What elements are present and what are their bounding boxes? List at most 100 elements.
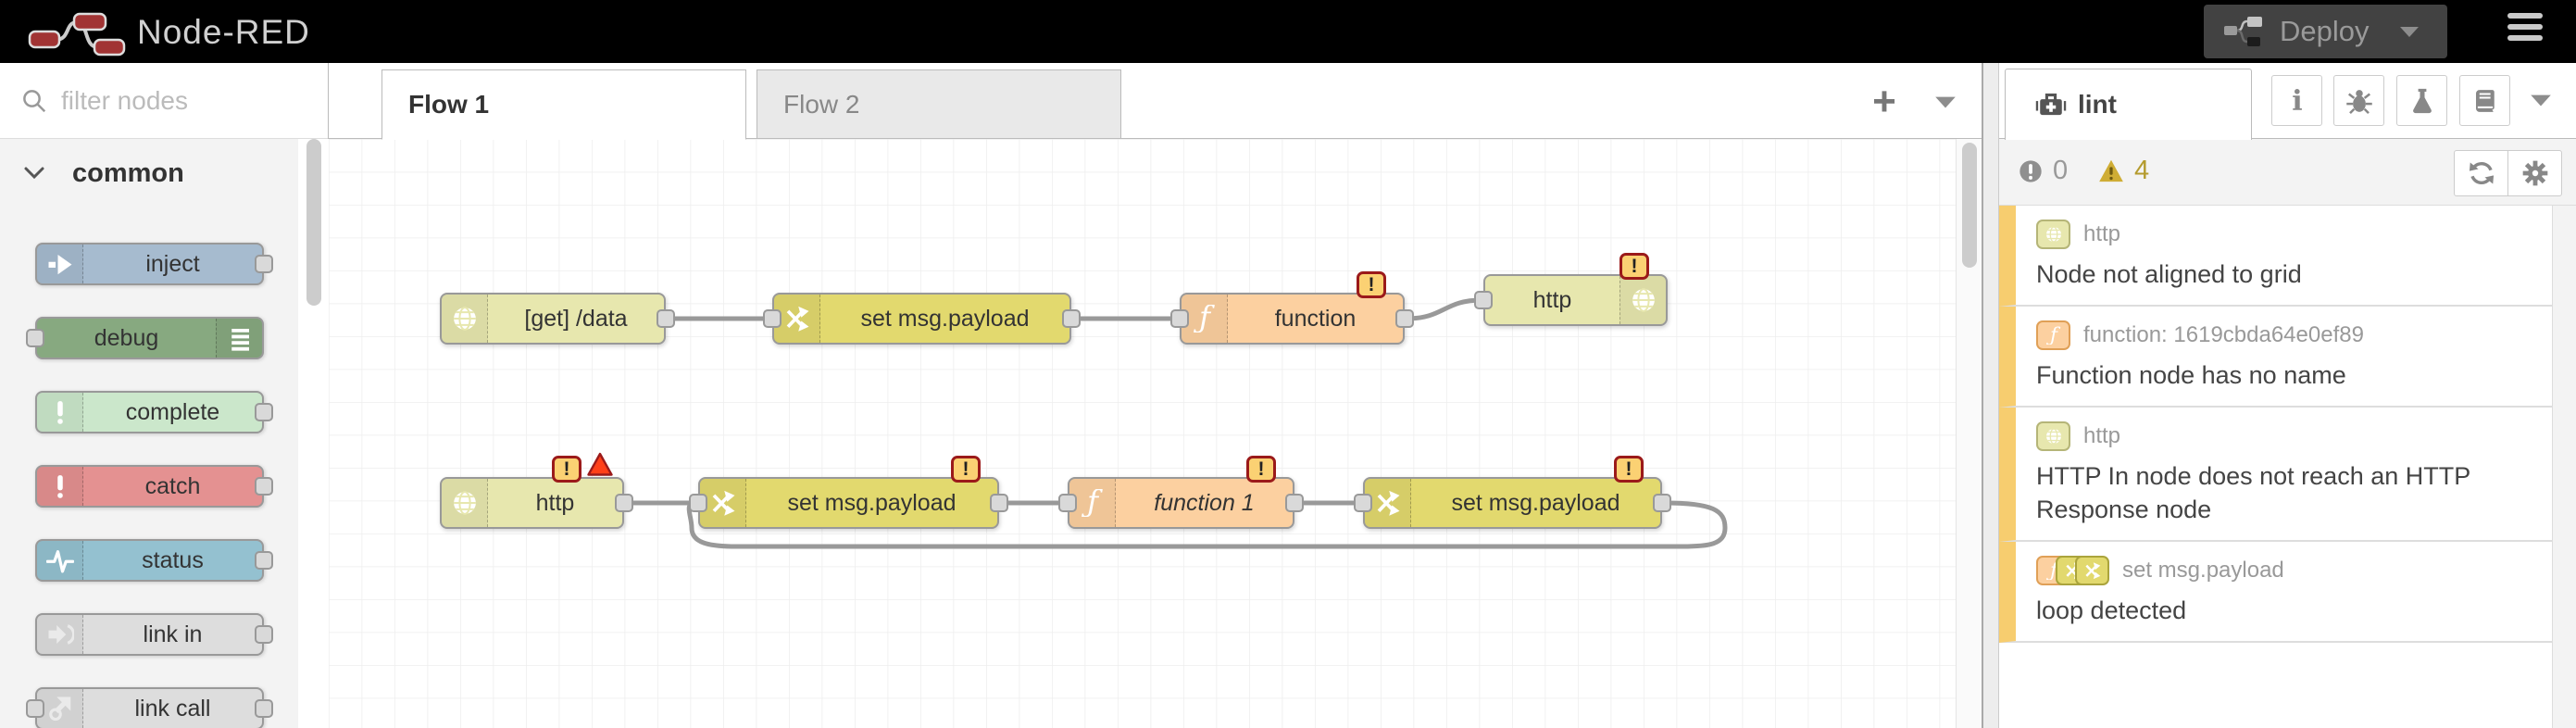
output-port[interactable] [255, 255, 273, 273]
node-label: complete [125, 398, 220, 425]
lint-settings-button[interactable] [2507, 150, 2562, 196]
deploy-icon [2224, 17, 2262, 46]
input-port[interactable] [1058, 494, 1077, 512]
output-port[interactable] [1285, 494, 1304, 512]
flow-tab-flow-2[interactable]: Flow 2 [757, 69, 1121, 139]
lint-tab-label: lint [2078, 90, 2117, 119]
output-port[interactable] [1653, 494, 1671, 512]
node-label: link call [134, 695, 211, 722]
flow-node-set-msg-payload[interactable]: set msg.payload [763, 293, 1081, 345]
node-label: debug [94, 324, 159, 351]
output-port[interactable] [1062, 309, 1081, 328]
flow-node-http[interactable]: http [1474, 274, 1668, 326]
canvas-background[interactable] [329, 139, 1956, 728]
flow-node-set-msg-payload[interactable]: set msg.payload [689, 477, 1008, 529]
bug-icon [2345, 89, 2372, 114]
input-port[interactable] [1474, 291, 1493, 309]
shuffle-icon [2084, 562, 2100, 580]
inject-arrow-icon [48, 255, 71, 275]
output-port[interactable] [255, 477, 273, 496]
canvas-scrollbar-thumb[interactable] [1962, 143, 1977, 268]
error-count[interactable]: 0 [2018, 156, 2068, 186]
issue-node-label: function: 1619cbda64e0ef89 [2083, 322, 2364, 347]
palette-scrollbar-thumb[interactable] [306, 139, 321, 306]
add-flow-button[interactable]: + [1858, 80, 1910, 124]
output-port[interactable] [255, 403, 273, 421]
palette-node-inject[interactable]: inject [35, 243, 273, 285]
error-count-value: 0 [2053, 156, 2069, 185]
shuffle-icon [786, 306, 808, 332]
palette-scrollbar [298, 139, 329, 728]
palette-category-common[interactable]: common [0, 139, 328, 207]
main-menu-button[interactable] [2507, 13, 2545, 50]
palette-node-complete[interactable]: complete [35, 391, 273, 433]
filter-nodes-input[interactable] [61, 85, 293, 116]
sidebar-tabs-chevron-down-icon[interactable] [2528, 91, 2554, 109]
info-icon: i [2292, 87, 2302, 115]
globe-icon [1632, 288, 1655, 312]
link-in-icon [48, 624, 74, 645]
output-port[interactable] [255, 625, 273, 644]
input-port[interactable] [763, 309, 782, 328]
hamburger-icon [2507, 13, 2543, 19]
wire[interactable] [686, 500, 1728, 549]
sidebar-tab-flask[interactable] [2396, 75, 2447, 126]
canvas-grid [329, 139, 1956, 728]
warning-badge: ! [951, 456, 981, 483]
sidebar-splitter[interactable] [1982, 63, 1999, 728]
flow-tab-bar: Flow 1 Flow 2 + [329, 63, 1982, 140]
palette-node-debug[interactable]: debug [26, 317, 264, 359]
sidebar-tab-lint[interactable]: lint [2005, 69, 2252, 140]
palette-node-link-in[interactable]: link in [35, 613, 273, 656]
output-port[interactable] [255, 551, 273, 570]
sidebar-tab-book[interactable] [2459, 75, 2510, 126]
input-port[interactable] [1354, 494, 1372, 512]
flow-list-chevron-down-icon[interactable] [1932, 93, 1958, 111]
output-port[interactable] [1395, 309, 1414, 328]
input-port[interactable] [1170, 309, 1189, 328]
node-label: link in [143, 621, 203, 647]
flow-node--get-data[interactable]: [get] /data [440, 293, 675, 345]
deploy-label: Deploy [2280, 15, 2370, 47]
lint-refresh-button[interactable] [2454, 150, 2508, 196]
deploy-chevron-down-icon[interactable] [2397, 23, 2421, 40]
output-port[interactable] [615, 494, 633, 512]
lint-issue[interactable]: ƒ function: 1619cbda64e0ef89 Function no… [1999, 307, 2552, 408]
flow-node-set-msg-payload[interactable]: set msg.payload [1354, 477, 1671, 529]
lint-issue[interactable]: ƒ set msg.payload loop detected [1999, 542, 2552, 643]
input-port[interactable] [689, 494, 707, 512]
gear-icon [2522, 160, 2547, 186]
output-port[interactable] [990, 494, 1008, 512]
flow-tab-flow-1[interactable]: Flow 1 [381, 69, 746, 140]
palette-node-link-call[interactable]: link call [26, 687, 273, 728]
warning-count[interactable]: 4 [2097, 156, 2149, 186]
chevron-down-icon [24, 167, 44, 180]
palette-node-catch[interactable]: catch [35, 465, 273, 508]
palette-search [0, 63, 328, 139]
debug-list-icon [231, 329, 249, 351]
input-port[interactable] [26, 329, 44, 347]
lint-issue[interactable]: http HTTP In node does not reach an HTTP… [1999, 408, 2552, 542]
warning-badge: ! [1246, 456, 1276, 483]
error-circle-icon [2020, 159, 2042, 182]
sidebar-tab-info[interactable]: i [2271, 75, 2322, 126]
sidebar-tab-bug[interactable] [2333, 75, 2384, 126]
flow-node-http[interactable]: http [440, 477, 633, 529]
flow-tab-label: Flow 2 [783, 89, 860, 119]
palette-category-label: common [72, 157, 184, 188]
deploy-button[interactable]: Deploy [2204, 5, 2447, 58]
lint-issue[interactable]: http Node not aligned to grid [1999, 206, 2552, 307]
output-port[interactable] [255, 699, 273, 718]
warning-badge: ! [552, 456, 581, 483]
sidebar-tab-row: lint i [1999, 63, 2576, 140]
warning-badge: ! [1357, 271, 1386, 298]
node-icon-region [442, 479, 488, 527]
input-port[interactable] [26, 699, 44, 718]
output-port[interactable] [657, 309, 675, 328]
node-label: status [142, 546, 204, 573]
wire[interactable] [1404, 297, 1484, 321]
palette-node-status[interactable]: status [35, 539, 273, 582]
